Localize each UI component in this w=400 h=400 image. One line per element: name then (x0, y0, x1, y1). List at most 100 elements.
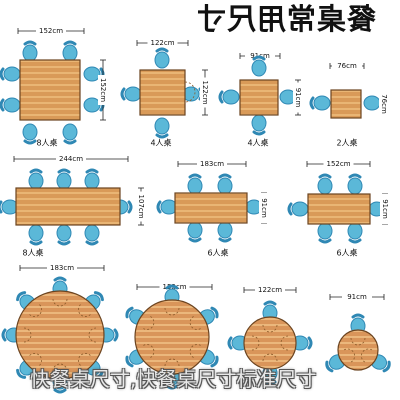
chair-back (0, 67, 5, 81)
table-top (307, 193, 371, 225)
chair-back (263, 300, 277, 306)
table-top (174, 192, 248, 224)
chair (120, 86, 142, 102)
chair-seat (187, 221, 203, 239)
chair-back (188, 237, 202, 243)
chair-back (382, 360, 391, 373)
width-label: 76cm (337, 62, 357, 70)
chair-seat (62, 44, 78, 62)
chair (217, 173, 233, 195)
chair (309, 95, 331, 111)
chair-back (155, 47, 169, 53)
chair-seat (187, 177, 203, 195)
dimension-label-bg (98, 75, 108, 105)
chair (251, 55, 267, 77)
table-caption: 6人桌 (207, 248, 228, 258)
chair-seat (28, 224, 44, 242)
dimension-label-bg (380, 194, 390, 224)
chair-seat (313, 95, 331, 111)
chair (218, 89, 240, 105)
chair-back (16, 291, 27, 302)
chair-back (63, 139, 77, 145)
chair (28, 168, 44, 190)
chair-back (1, 328, 7, 342)
depth-label: 91cm (294, 88, 302, 108)
chair (22, 40, 38, 62)
table-top (239, 79, 279, 116)
round-table-top (243, 316, 297, 370)
chair-seat (154, 51, 170, 69)
chair (56, 168, 72, 190)
dimension-label-bg (47, 263, 77, 273)
chair-seat (154, 117, 170, 135)
chair-back (188, 173, 202, 179)
round-table-top (337, 329, 379, 371)
chair-back (156, 200, 162, 214)
depth-label: 91cm (260, 198, 268, 218)
table-caption: 4人桌 (150, 138, 171, 148)
chair (182, 86, 204, 102)
table-caption: 8人桌 (22, 248, 43, 258)
chair-seat (317, 222, 333, 240)
chair-back (252, 130, 266, 136)
chair-back (263, 380, 277, 386)
chair (317, 222, 333, 244)
chair (22, 123, 38, 145)
chair (187, 221, 203, 243)
chair-back (318, 173, 332, 179)
chair-seat (222, 89, 240, 105)
round-table-top (134, 299, 210, 375)
chair-back (93, 368, 104, 379)
chair-back (325, 360, 334, 373)
table-top (15, 187, 121, 226)
chair-seat (56, 172, 72, 190)
chair-back (348, 173, 362, 179)
chair-back (53, 276, 67, 282)
chair-seat (251, 114, 267, 132)
table-top (19, 59, 81, 121)
chair-back (309, 96, 315, 110)
depth-label: 122cm (201, 80, 209, 104)
depth-label: 91cm (381, 199, 389, 219)
dimension-label-bg (342, 292, 372, 302)
chair (251, 114, 267, 136)
chair-back (218, 173, 232, 179)
chair-back (125, 355, 134, 368)
chair (84, 168, 100, 190)
chair-back (85, 168, 99, 174)
chair-seat (22, 123, 38, 141)
chair (347, 222, 363, 244)
chair-back (120, 87, 126, 101)
chair (0, 199, 19, 215)
width-label: 244cm (59, 155, 83, 163)
width-label: 183cm (50, 264, 74, 272)
chair-seat (363, 95, 381, 111)
chair (217, 221, 233, 243)
chair-back (85, 240, 99, 246)
table-top (139, 69, 186, 116)
chair-back (165, 384, 179, 390)
dimension-label-bg (293, 82, 303, 113)
chair-back (23, 139, 37, 145)
chair-seat (83, 66, 101, 82)
chair-seat (3, 97, 21, 113)
chair-back (29, 240, 43, 246)
chair (187, 173, 203, 195)
chair-back (63, 40, 77, 46)
chair-back (218, 90, 224, 104)
chair-seat (317, 177, 333, 195)
chair-back (113, 328, 119, 342)
dimension-label-bg (56, 154, 86, 164)
width-label: 183cm (200, 160, 224, 168)
width-label: 122cm (150, 39, 174, 47)
width-label: 91cm (347, 293, 367, 301)
chair-seat (347, 177, 363, 195)
chair (84, 291, 104, 311)
table-top (330, 89, 362, 119)
width-label: 152cm (326, 160, 350, 168)
chair-seat (83, 97, 101, 113)
dimension-label-bg (136, 191, 146, 222)
chair-seat (217, 177, 233, 195)
chair-back (351, 313, 365, 319)
